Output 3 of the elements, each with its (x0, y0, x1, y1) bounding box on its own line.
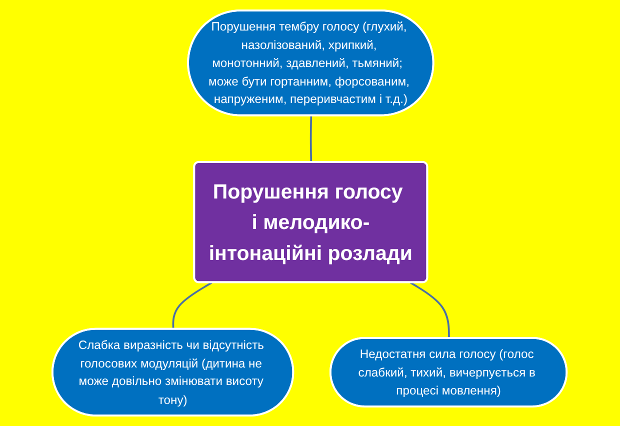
connector (410, 282, 450, 338)
connector (310, 116, 313, 162)
connector (172, 282, 213, 330)
